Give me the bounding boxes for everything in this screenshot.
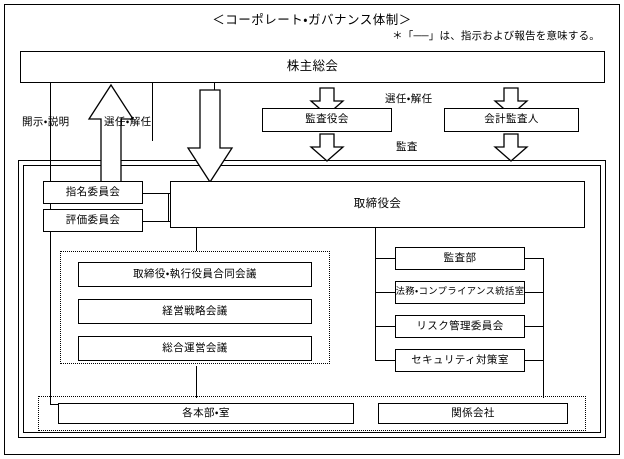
node-board-of-auditors: 監査役会 [262, 108, 392, 132]
node-legal-compliance-office: 法務・コンプライアンス統括室 [395, 281, 525, 304]
line-departments-to-affiliates [543, 360, 545, 398]
page-title: ＜コーポレート・ガバナンス体制＞ [212, 13, 412, 27]
node-board-of-directors: 取締役会 [170, 181, 585, 228]
node-general-operation-meeting: 総合運営会議 [78, 336, 312, 361]
node-security-measures-office: セキュリティ対策室 [395, 349, 525, 372]
node-accounting-auditor: 会計監査人 [444, 108, 579, 132]
line-legal-office-stub-left [375, 292, 395, 294]
line-nomination-to-board [143, 193, 170, 195]
node-audit-department: 監査部 [395, 247, 525, 270]
line-risk-committee-stub-right [525, 326, 544, 328]
node-shareholders-meeting: 株主総会 [20, 51, 605, 83]
node-management-strategy-meeting: 経営戦略会議 [78, 299, 312, 324]
line-appointment-down-vertical [152, 83, 154, 141]
line-board-to-divisions [196, 366, 198, 398]
line-shareholders-to-auditors [214, 83, 216, 93]
legend-note: ＊「──」は、指示および報告を意味する。 [392, 31, 600, 42]
node-risk-management-committee: リスク管理委員会 [395, 315, 525, 338]
edge-label-appointment-dismissal-left: 選任・解任 [104, 117, 152, 128]
node-nomination-committee: 指名委員会 [43, 181, 143, 204]
line-board-to-exec-group [196, 228, 198, 251]
arrow-audit-down-from-accounting-auditor [493, 133, 529, 162]
line-risk-committee-stub-left [375, 326, 395, 328]
line-disclosure-return-vertical [50, 83, 52, 405]
line-legal-office-stub-right [525, 292, 544, 294]
line-evaluation-to-board [143, 221, 170, 223]
edge-label-disclosure-explanation: 開示・説明 [22, 117, 70, 128]
line-audit-dept-stub-right [525, 258, 544, 260]
line-committee-spine [168, 193, 170, 222]
node-divisions-offices: 各本部・室 [58, 403, 354, 424]
outer-frame [4, 4, 620, 455]
line-department-left-spine [375, 258, 377, 360]
edge-label-audit: 監査 [396, 142, 418, 153]
arrow-appointment-dismissal-down-left [186, 89, 234, 184]
node-evaluation-committee: 評価委員会 [43, 209, 143, 232]
node-affiliated-companies: 関係会社 [378, 403, 568, 424]
line-security-office-stub-left [375, 360, 395, 362]
line-security-office-stub-right [525, 360, 544, 362]
arrow-disclosure-explanation-up [87, 83, 135, 194]
node-joint-meeting: 取締役・執行役員合同会議 [78, 262, 312, 287]
arrow-audit-down-from-board-of-auditors [309, 133, 345, 162]
line-department-right-spine [543, 258, 545, 398]
line-board-to-departments [375, 228, 377, 258]
edge-label-appointment-dismissal-top: 選任・解任 [385, 94, 433, 105]
line-audit-dept-stub-left [375, 258, 395, 260]
